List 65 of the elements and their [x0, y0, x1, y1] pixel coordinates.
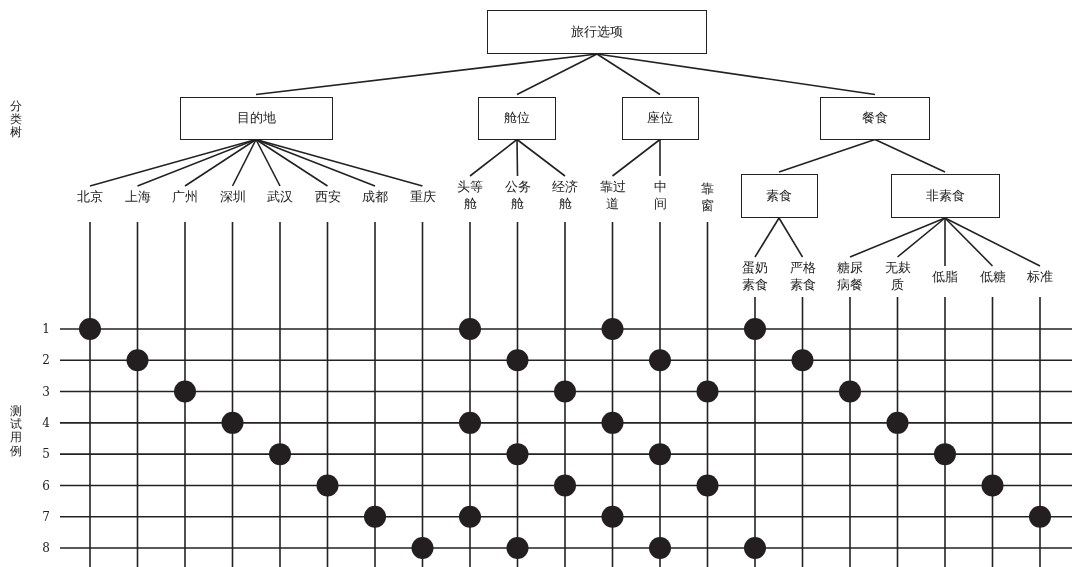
tick-label: 4: [42, 416, 50, 431]
connector-line: [944, 217, 946, 267]
tick-label: 6: [42, 478, 50, 493]
connector-line: [516, 138, 566, 177]
connector-line: [255, 138, 329, 187]
category-label: 餐食: [862, 109, 888, 127]
connector-line: [778, 138, 876, 173]
class-label: 低糖: [978, 268, 1007, 286]
connector-line: [516, 138, 519, 177]
category-label: 座位: [647, 109, 673, 127]
class-label: 中间: [652, 179, 668, 213]
connector-line: [896, 217, 946, 258]
connector-line: [849, 217, 946, 258]
connector-line: [944, 217, 994, 267]
tick-label: 1: [42, 322, 50, 337]
category-label: 素食: [766, 187, 792, 205]
class-label: 严格素食: [788, 260, 817, 294]
category-box: [740, 174, 818, 218]
class-label: 低脂: [931, 268, 959, 286]
axis-title: 测试用例: [10, 405, 22, 458]
category-box: [820, 96, 930, 140]
category-label: 旅行选项: [571, 23, 623, 41]
category-box: [487, 10, 707, 54]
class-label: 标准: [1026, 268, 1054, 286]
side-label: 分类树: [10, 100, 22, 140]
connector-line: [255, 138, 281, 187]
category-box: [478, 96, 556, 140]
tick-label: 8: [42, 541, 50, 556]
category-box: [179, 96, 333, 140]
class-label: 头等舱: [456, 179, 484, 213]
class-label: 经济舱: [551, 179, 579, 213]
connector-line: [874, 138, 946, 173]
tick-label: 7: [42, 509, 50, 524]
category-label: 非素食: [925, 187, 965, 205]
category-box: [621, 96, 699, 140]
class-label: 武汉: [266, 188, 294, 206]
class-label: 深圳: [218, 188, 247, 206]
class-label: 公务舱: [503, 179, 532, 213]
connector-line: [469, 138, 518, 177]
category-label: 目的地: [236, 109, 276, 127]
category-label: 舱位: [504, 109, 530, 127]
connector-line: [659, 138, 661, 177]
connector-line: [516, 53, 598, 96]
class-label: 无麸质: [883, 260, 912, 294]
connector-line: [596, 53, 661, 96]
connector-line: [611, 138, 661, 177]
tick-label: 3: [42, 384, 50, 399]
connector-line: [231, 138, 257, 187]
class-label: 西安: [313, 188, 342, 206]
class-label: 靠窗: [700, 181, 715, 215]
class-label: 蛋奶素食: [741, 260, 769, 294]
category-box: [890, 174, 1000, 218]
connector-line: [778, 217, 804, 258]
connector-line: [184, 138, 257, 187]
class-label: 成都: [361, 188, 389, 206]
class-label: 上海: [123, 188, 152, 206]
connector-line: [754, 217, 780, 258]
class-label: 广州: [171, 188, 199, 206]
class-label: 重庆: [408, 188, 437, 206]
tick-label: 5: [42, 447, 50, 462]
class-label: 北京: [76, 188, 104, 206]
class-label: 糖尿病餐: [836, 260, 864, 294]
connector-line: [944, 217, 1041, 267]
class-label: 靠过道: [598, 179, 627, 213]
tick-label: 2: [42, 353, 50, 368]
